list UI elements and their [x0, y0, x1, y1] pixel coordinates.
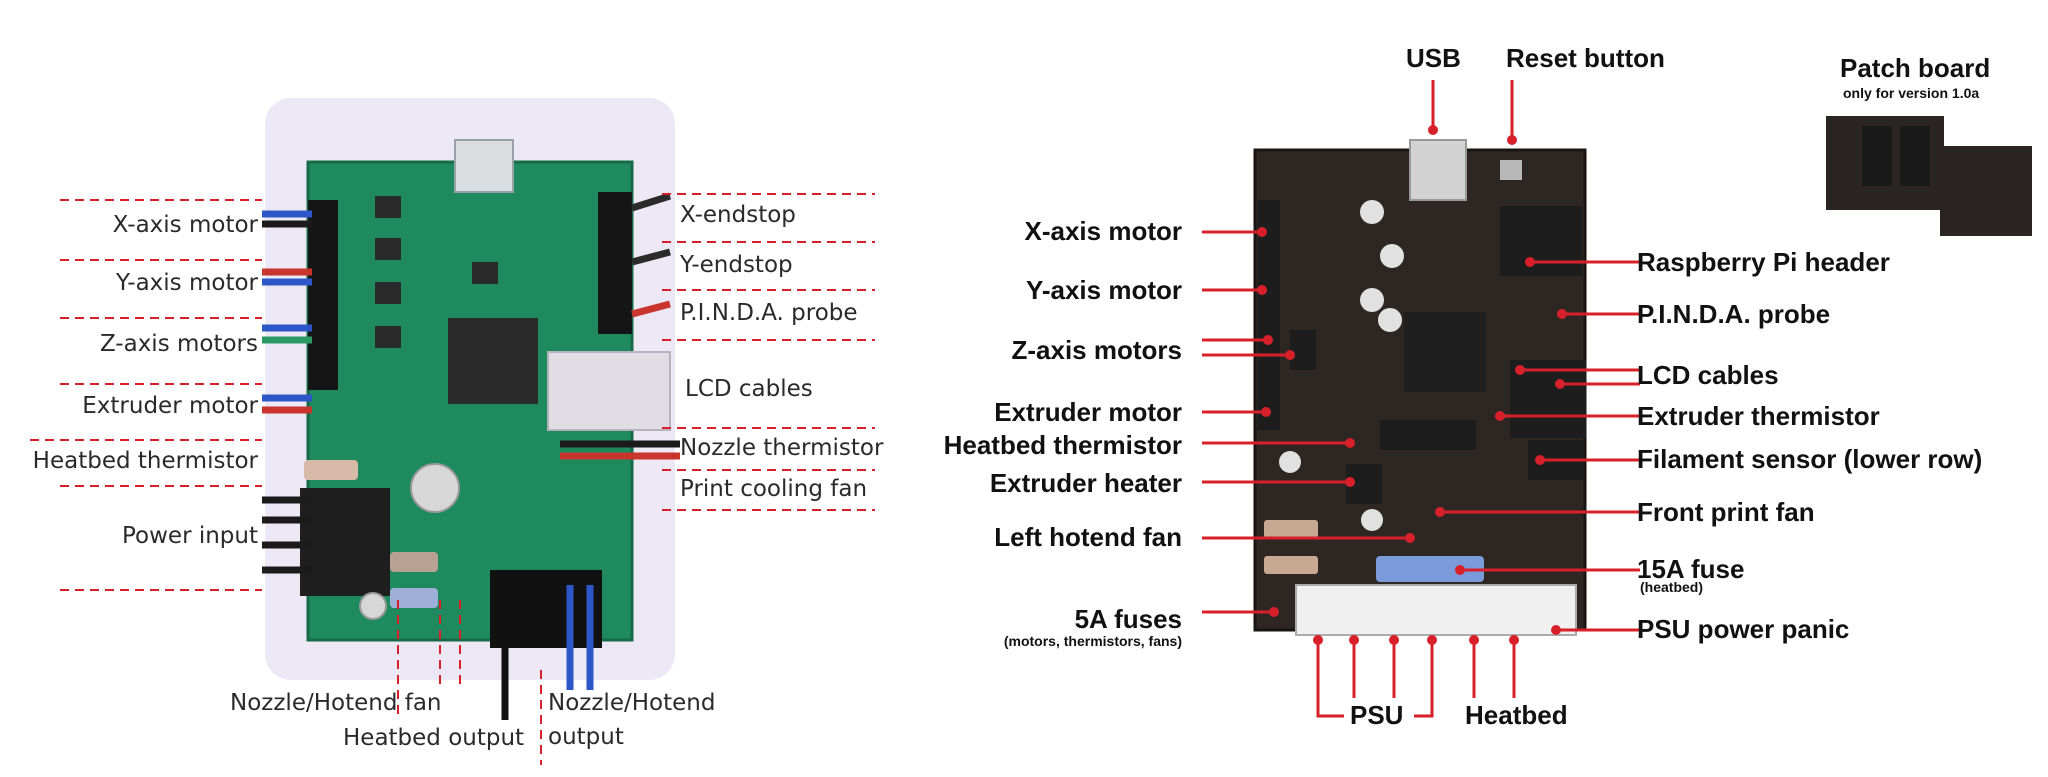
left-label-x-axis-motor: X-axis motor [112, 212, 258, 238]
right-label-pinda-probe: P.I.N.D.A. probe [1637, 299, 1831, 329]
right-label-5a-fuses: 5A fuses [1074, 604, 1182, 634]
left-board-photo [262, 98, 680, 720]
right-label-15a-fuse: 15A fuse [1637, 554, 1745, 584]
left-label-z-axis-motors: Z-axis motors [99, 331, 258, 357]
right-label-front-print-fan: Front print fan [1637, 497, 1815, 527]
right-label-patch-board: Patch board [1840, 53, 1991, 83]
right-label-y-axis-motor: Y-axis motor [1025, 275, 1182, 305]
left-label-extruder-motor: Extruder motor [82, 393, 258, 419]
right-board-photo [1253, 139, 1587, 636]
right-label-z-axis-motors: Z-axis motors [1011, 335, 1183, 365]
patch-board-photo [1826, 116, 2032, 236]
left-label-nozzle-hotend-fan: Nozzle/Hotend fan [230, 690, 442, 716]
left-label-print-cooling-fan: Print cooling fan [680, 476, 868, 502]
right-label-patch-board-note: only for version 1.0a [1843, 85, 1980, 101]
right-callout-dots [1257, 125, 1567, 645]
left-label-nozzle-hotend-output-1: Nozzle/Hotend [548, 690, 716, 716]
right-label-raspberry-pi-header: Raspberry Pi header [1637, 247, 1890, 277]
right-label-extruder-heater: Extruder heater [989, 468, 1182, 498]
left-label-x-endstop: X-endstop [680, 202, 796, 228]
left-label-pinda-probe: P.I.N.D.A. probe [680, 300, 858, 326]
right-label-left-hotend-fan: Left hotend fan [994, 522, 1182, 552]
left-label-lcd-cables: LCD cables [685, 376, 813, 402]
right-label-x-axis-motor: X-axis motor [1024, 216, 1183, 246]
right-label-filament-sensor: Filament sensor (lower row) [1637, 444, 1983, 474]
left-label-y-endstop: Y-endstop [680, 252, 793, 278]
left-label-nozzle-hotend-output-2: output [548, 724, 624, 750]
left-callout-lines [30, 193, 875, 765]
left-label-nozzle-thermistor: Nozzle thermistor [680, 435, 884, 461]
left-label-heatbed-output: Heatbed output [343, 725, 525, 751]
right-label-5a-fuses-note: (motors, thermistors, fans) [1003, 633, 1182, 649]
left-label-y-axis-motor: Y-axis motor [115, 270, 258, 296]
right-label-heatbed: Heatbed [1465, 700, 1568, 730]
right-label-psu-power-panic: PSU power panic [1637, 614, 1850, 644]
right-callout-lines [1202, 80, 1640, 718]
right-label-extruder-thermistor: Extruder thermistor [1637, 401, 1880, 431]
right-label-lcd-cables: LCD cables [1637, 360, 1779, 390]
right-label-15a-fuse-note: (heatbed) [1640, 579, 1703, 595]
right-label-extruder-motor: Extruder motor [994, 397, 1182, 427]
left-label-heatbed-thermistor: Heatbed thermistor [32, 448, 258, 474]
right-label-usb: USB [1406, 43, 1461, 73]
right-label-reset-button: Reset button [1506, 43, 1665, 73]
left-label-power-input: Power input [121, 523, 258, 549]
right-label-heatbed-thermistor: Heatbed thermistor [943, 430, 1182, 460]
right-label-psu: PSU [1350, 700, 1404, 730]
